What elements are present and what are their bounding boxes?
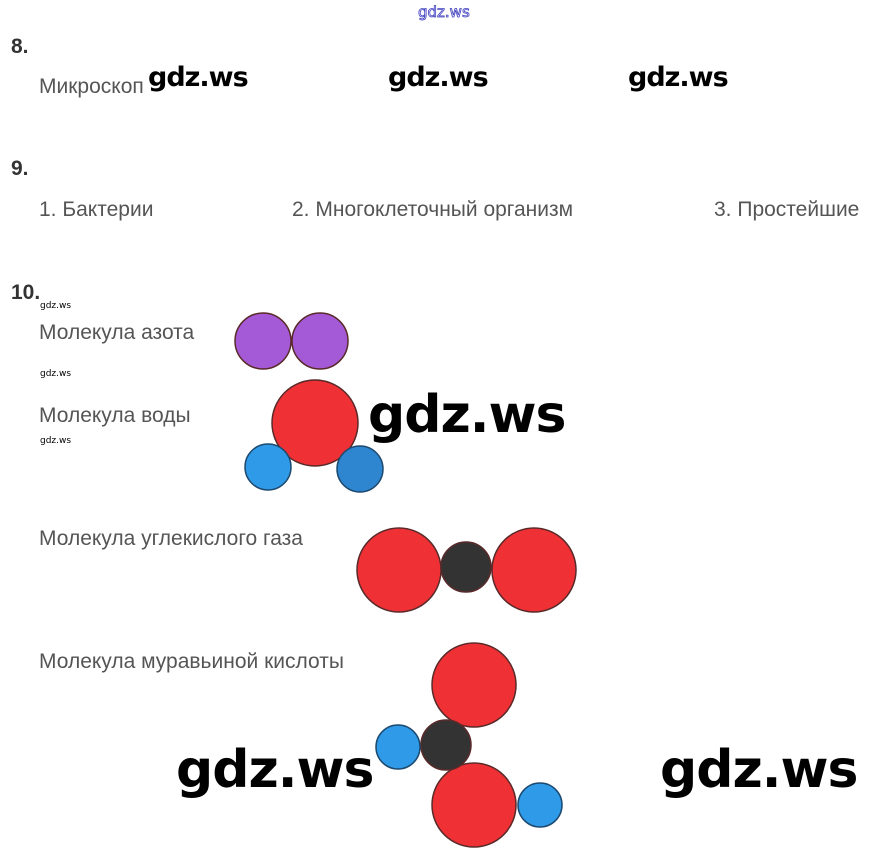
answer-item: 2. Многоклеточный организм bbox=[292, 198, 574, 221]
nitrogen-atom bbox=[291, 312, 349, 370]
watermark: gdz.ws bbox=[176, 740, 374, 800]
watermark: gdz.ws bbox=[148, 62, 249, 93]
nitrogen-atom bbox=[234, 312, 292, 370]
answer-item: 1. Бактерии bbox=[39, 198, 154, 221]
molecule-label: Молекула муравьиной кислоты bbox=[39, 650, 344, 673]
formic-acid-molecule bbox=[375, 642, 563, 848]
watermark: gdz.ws bbox=[40, 436, 72, 446]
watermark: gdz.ws bbox=[40, 369, 72, 379]
oxygen-atom bbox=[431, 762, 517, 848]
oxygen-atom bbox=[356, 527, 442, 613]
question-10-number: 10. bbox=[11, 281, 41, 304]
hydrogen-atom bbox=[375, 724, 421, 770]
hydrogen-atom bbox=[517, 782, 563, 828]
molecule-label: Молекула воды bbox=[39, 404, 191, 427]
question-8-answer: Микроскоп bbox=[39, 75, 144, 98]
molecule-label: Молекула азота bbox=[39, 321, 195, 344]
answer-item: 3. Простейшие bbox=[714, 198, 860, 221]
carbon-dioxide-molecule bbox=[356, 527, 577, 613]
question-8-number: 8. bbox=[11, 35, 29, 58]
nitrogen-molecule bbox=[234, 312, 349, 370]
oxygen-atom bbox=[431, 642, 517, 728]
carbon-atom bbox=[420, 719, 472, 771]
watermark: gdz.ws bbox=[368, 385, 566, 445]
oxygen-atom bbox=[491, 527, 577, 613]
watermark: gdz.ws bbox=[628, 62, 729, 93]
watermark: gdz.ws bbox=[418, 3, 471, 22]
molecule-label: Молекула углекислого газа bbox=[39, 527, 303, 550]
oxygen-atom bbox=[271, 379, 359, 467]
hydrogen-atom bbox=[336, 445, 384, 493]
hydrogen-atom bbox=[244, 443, 292, 491]
carbon-atom bbox=[440, 541, 492, 593]
watermark: gdz.ws bbox=[40, 301, 72, 311]
watermark: gdz.ws bbox=[388, 62, 489, 93]
question-9-number: 9. bbox=[11, 157, 29, 180]
water-molecule bbox=[244, 379, 384, 493]
watermark: gdz.ws bbox=[660, 740, 858, 800]
